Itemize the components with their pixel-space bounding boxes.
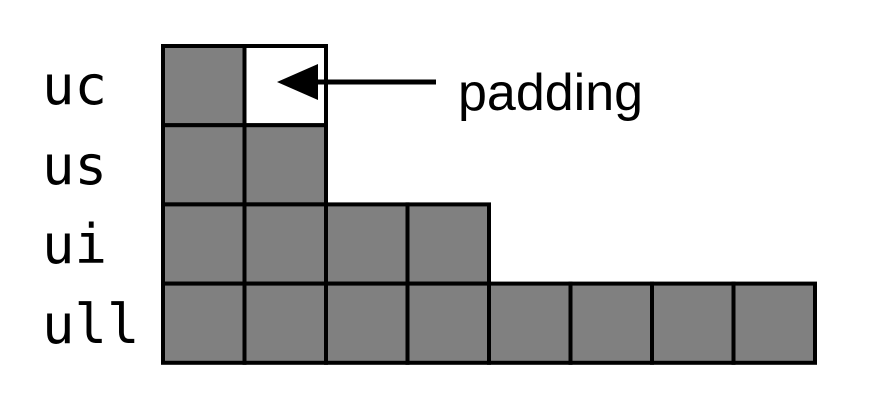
byte-cell-ull-5 [568,281,654,365]
byte-cell-ull-4 [487,281,573,365]
byte-cell-ull-3 [405,281,491,365]
byte-cell-ull-2 [324,281,410,365]
byte-cell-us-0 [161,123,247,207]
row-label-ull: ull [42,293,140,356]
row-labels: uc us ui ull [42,54,140,356]
pointer-arrow-head [277,64,318,100]
byte-cell-ull-1 [242,281,328,365]
byte-cell-uc-0 [161,44,247,128]
byte-cell-ull-7 [731,281,817,365]
row-label-us: us [42,134,107,197]
byte-cell-ull-0 [161,281,247,365]
padding-annotation: padding [277,64,643,122]
byte-cell-us-1 [242,123,328,207]
row-label-ui: ui [42,213,107,276]
byte-cell-ull-6 [650,281,736,365]
byte-cell-ui-2 [324,202,410,286]
padding-label: padding [458,64,643,122]
byte-cell-ui-3 [405,202,491,286]
byte-cell-ui-1 [242,202,328,286]
row-label-uc: uc [42,54,107,117]
memory-cells [161,44,817,365]
byte-cell-ui-0 [161,202,247,286]
